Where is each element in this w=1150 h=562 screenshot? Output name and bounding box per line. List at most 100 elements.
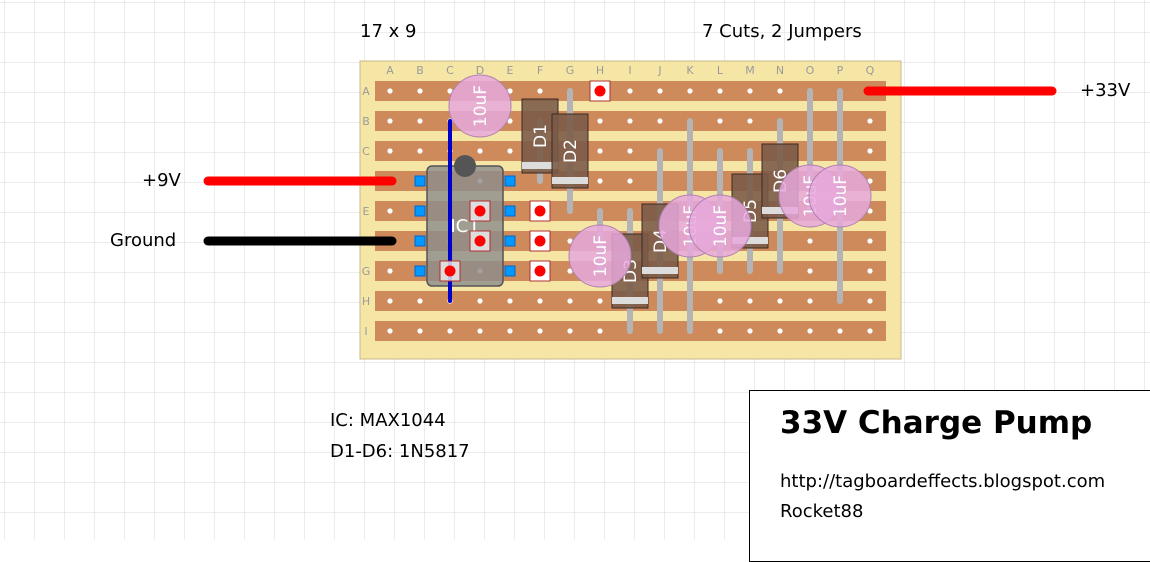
capacitor — [568, 224, 632, 288]
hole — [537, 298, 543, 304]
hole — [627, 148, 633, 154]
hole — [627, 88, 633, 94]
plus33v-label: +33V — [1080, 80, 1131, 101]
hole — [627, 118, 633, 124]
diode-band — [612, 297, 648, 304]
info-panel: 33V Charge Pump http://tagboardeffects.b… — [749, 390, 1150, 562]
hole — [867, 118, 873, 124]
ic-notch — [454, 155, 476, 177]
column-label: P — [837, 64, 844, 77]
column-label: J — [657, 64, 661, 77]
hole — [867, 298, 873, 304]
hole — [417, 328, 423, 334]
diode-label: D1 — [531, 124, 551, 148]
hole — [867, 238, 873, 244]
hole — [387, 328, 393, 334]
capacitor — [688, 194, 752, 258]
diode-label: D2 — [561, 139, 581, 163]
capacitor-label: 10uF — [591, 235, 611, 277]
hole — [597, 298, 603, 304]
capacitor-label: 10uF — [711, 205, 731, 247]
hole — [867, 268, 873, 274]
diode-body — [551, 113, 589, 189]
hole — [597, 148, 603, 154]
ic-pin — [504, 205, 516, 217]
row-label: A — [362, 85, 370, 98]
hole — [597, 118, 603, 124]
hole — [417, 88, 423, 94]
hole — [747, 328, 753, 334]
hole — [687, 88, 693, 94]
ic-note: IC: MAX1044 — [330, 410, 446, 431]
hole — [747, 118, 753, 124]
ground-label: Ground — [110, 230, 177, 251]
hole — [867, 208, 873, 214]
ic-pin — [414, 175, 426, 187]
hole — [507, 118, 513, 124]
hole — [447, 328, 453, 334]
track-cut-dot — [594, 85, 606, 97]
track-cut-dot — [534, 235, 546, 247]
hole — [597, 178, 603, 184]
ic-pin — [504, 175, 516, 187]
capacitor — [448, 74, 512, 138]
column-label: F — [537, 64, 543, 77]
column-label: O — [806, 64, 815, 77]
hole — [417, 118, 423, 124]
hole — [807, 328, 813, 334]
hole — [507, 88, 513, 94]
hole — [807, 268, 813, 274]
info-url: http://tagboardeffects.blogspot.com — [780, 471, 1106, 492]
hole — [477, 328, 483, 334]
hole — [807, 238, 813, 244]
row-label: I — [364, 325, 367, 338]
track-cut-dot — [444, 265, 456, 277]
ic-pin — [414, 265, 426, 277]
hole — [567, 268, 573, 274]
ic-pin — [414, 235, 426, 247]
hole — [507, 328, 513, 334]
diode-band — [522, 162, 558, 169]
hole — [507, 148, 513, 154]
capacitor — [808, 164, 872, 228]
hole — [867, 148, 873, 154]
hole — [387, 88, 393, 94]
diode-band — [642, 267, 678, 274]
plus9v-label: +9V — [142, 170, 181, 191]
hole — [777, 298, 783, 304]
diode-band — [732, 237, 768, 244]
row-label: G — [362, 265, 371, 278]
hole — [387, 118, 393, 124]
hole — [717, 298, 723, 304]
track-cut-dot — [474, 205, 486, 217]
diode-band — [552, 177, 588, 184]
info-author: Rocket88 — [780, 501, 864, 522]
hole — [627, 178, 633, 184]
column-label: H — [596, 64, 604, 77]
hole — [717, 88, 723, 94]
hole — [597, 328, 603, 334]
row-label: B — [362, 115, 370, 128]
hole — [387, 208, 393, 214]
column-label: D — [476, 64, 484, 77]
diode-band — [762, 207, 798, 214]
info-title: 33V Charge Pump — [780, 405, 1093, 441]
hole — [417, 148, 423, 154]
hole — [387, 298, 393, 304]
ic-pin — [504, 265, 516, 277]
hole — [447, 88, 453, 94]
capacitor-label: 10uF — [471, 85, 491, 127]
hole — [537, 88, 543, 94]
column-label: M — [745, 64, 755, 77]
column-label: C — [446, 64, 454, 77]
diode-note: D1-D6: 1N5817 — [330, 441, 470, 462]
ic-pin — [414, 205, 426, 217]
hole — [777, 88, 783, 94]
column-label: K — [686, 64, 694, 77]
column-label: N — [776, 64, 784, 77]
hole — [747, 88, 753, 94]
column-label: L — [717, 64, 724, 77]
track-cut-dot — [534, 205, 546, 217]
hole — [477, 298, 483, 304]
hole — [867, 328, 873, 334]
